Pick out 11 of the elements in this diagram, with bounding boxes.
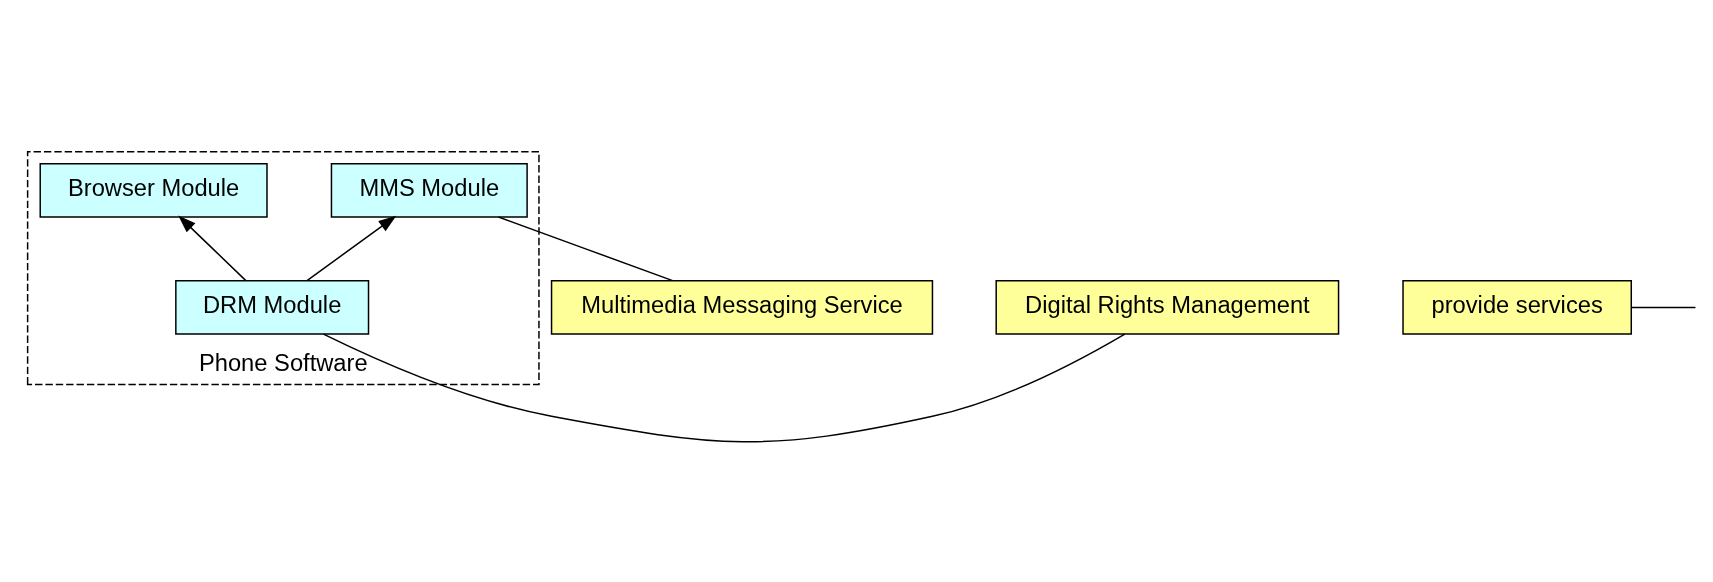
node-box: provide services <box>1402 280 1632 335</box>
node-box: DRM Module <box>175 280 370 335</box>
node-box: Browser Module <box>39 162 268 218</box>
node-box: Multimedia Messaging Service <box>550 280 934 335</box>
connector <box>497 216 674 282</box>
node-box: Digital Rights Management <box>995 280 1340 335</box>
connector <box>1630 306 1697 309</box>
arrow <box>306 215 397 282</box>
connector <box>322 333 1126 443</box>
arrow <box>178 215 247 282</box>
node-box: MMS Module <box>330 162 528 218</box>
